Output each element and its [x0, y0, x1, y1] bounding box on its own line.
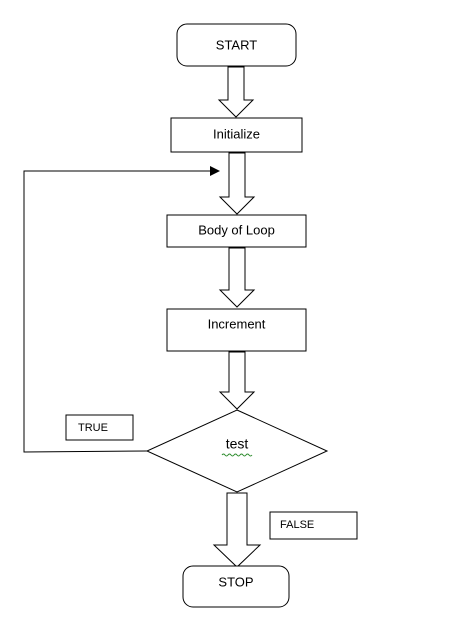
- stop-node: [182, 565, 290, 608]
- arrow-body-to-increment: [218, 247, 256, 308]
- arrow-start-to-initialize: [217, 66, 255, 118]
- arrow-initialize-to-body: [218, 152, 256, 215]
- test-decision: [145, 409, 329, 493]
- body-label: Body of Loop: [198, 222, 275, 237]
- body-node: [166, 214, 307, 248]
- false-label-box: [269, 511, 358, 540]
- increment-node: [166, 308, 307, 352]
- loop-back-line: [23, 166, 220, 453]
- stop-label: STOP: [218, 574, 253, 589]
- arrow-increment-to-test: [218, 351, 256, 410]
- spellcheck-underline: [221, 453, 253, 457]
- increment-label: Increment: [208, 316, 266, 331]
- true-label: TRUE: [78, 422, 108, 434]
- initialize-label: Initialize: [213, 126, 260, 141]
- start-node: [176, 23, 297, 67]
- test-label: test: [226, 436, 249, 452]
- start-label: START: [216, 37, 257, 52]
- initialize-node: [170, 117, 303, 153]
- false-label: FALSE: [280, 519, 314, 531]
- true-label-box: [65, 414, 134, 441]
- arrow-test-to-stop: [212, 492, 262, 568]
